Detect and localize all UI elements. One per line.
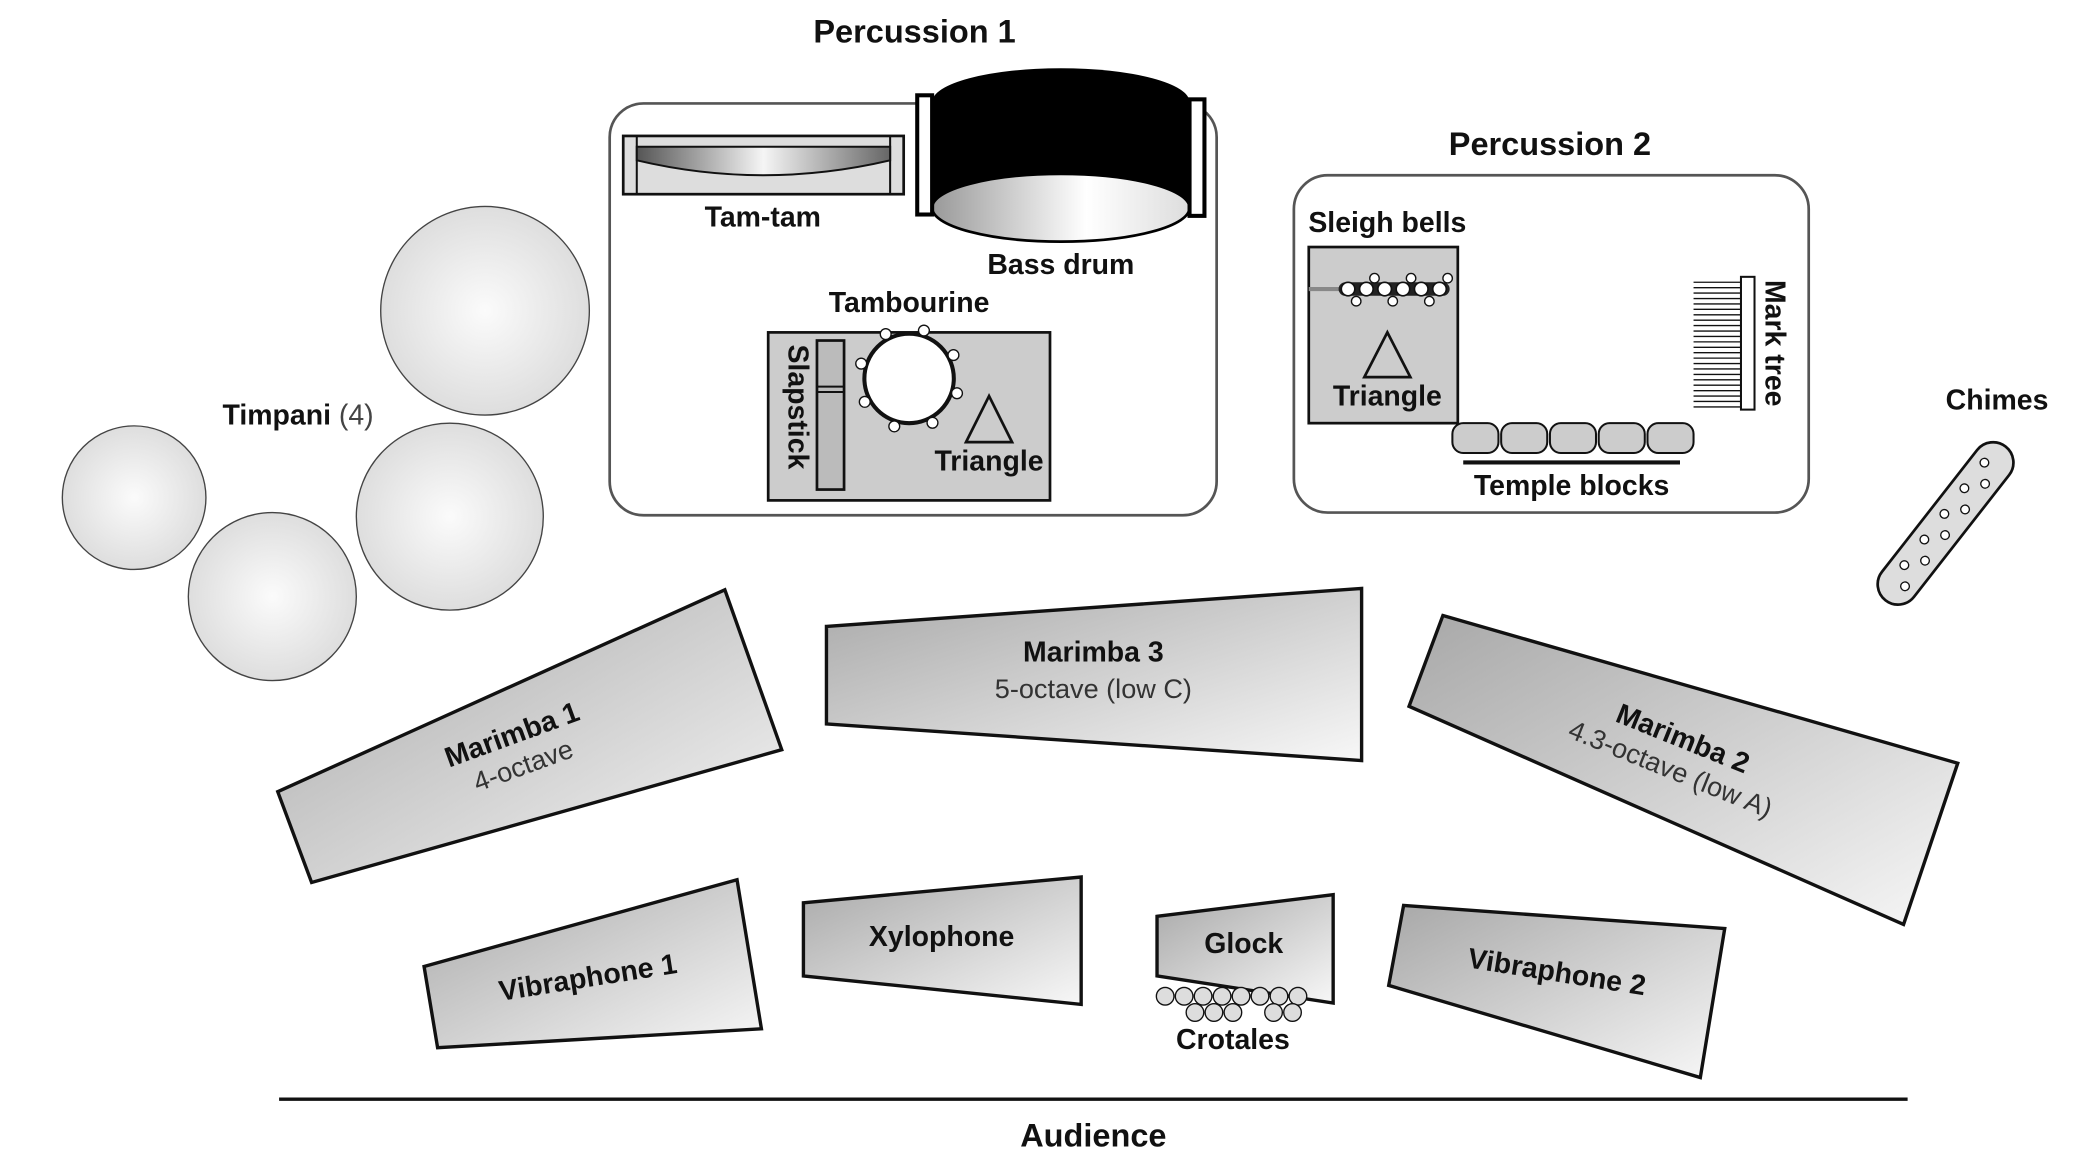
crotale [1288,986,1308,1006]
sleigh-bell [1377,281,1393,297]
chimes-label: Chimes [1946,385,2049,417]
marimba-3 [824,586,1364,763]
percussion1-title: Percussion 1 [813,13,1015,49]
crotale [1185,1003,1205,1022]
marimba-3-label: Marimba 3 [1023,637,1164,669]
sleigh-bell [1413,281,1429,297]
sleigh-bell [1395,281,1411,297]
temple-block [1500,422,1549,454]
chime-tube [1960,504,1971,515]
sleigh-bell [1369,272,1380,284]
sleigh-bell [1358,281,1374,297]
tambourine-jingle [917,324,931,337]
tam-tam-label: Tam-tam [705,202,821,234]
triangle-label-1: Triangle [935,446,1044,478]
crotales [1155,986,1308,1022]
temple-block [1597,422,1646,454]
crotale [1250,986,1270,1006]
sleigh-bell [1340,281,1356,297]
tambourine-jingle [926,416,939,429]
mark-tree-label: Mark tree [1758,280,1790,406]
xylophone [801,875,1083,1007]
triangle-icon [1362,329,1413,379]
marimba-1 [275,587,784,885]
marimba-3-range: 5-octave (low C) [995,673,1192,704]
sleigh-bell [1350,295,1362,307]
tambourine-label: Tambourine [829,287,990,319]
mark-tree [1693,275,1756,411]
tambourine-jingle [858,395,871,408]
crotale [1204,1003,1224,1022]
temple-blocks [1451,422,1695,465]
marimba-2 [1406,613,1960,927]
slapstick [815,339,846,491]
chime-tube [1899,560,1910,571]
glock-label: Glock [1204,928,1283,960]
chime-tube [1979,457,1990,468]
bass-drum-label: Bass drum [987,249,1134,281]
chime-tube [1919,534,1930,545]
tambourine-jingle [855,357,868,370]
slapstick-label: Slapstick [782,344,814,469]
tambourine [855,324,964,433]
crotale [1223,1003,1243,1022]
audience-label: Audience [1020,1118,1166,1154]
sleigh-bell [1405,272,1417,284]
tambourine-jingle [888,420,901,433]
crotale [1283,1003,1302,1022]
tambourine-jingle [950,387,964,400]
vibraphone-2 [1386,903,1727,1080]
timpani [61,205,591,682]
chimes [1876,440,2015,606]
crotale [1174,986,1194,1006]
crotale [1269,986,1289,1006]
temple-block [1451,422,1500,454]
chime-tube [1940,530,1951,541]
glockenspiel [1155,892,1335,1006]
temple-blocks-label: Temple blocks [1474,470,1669,502]
bass-drum [915,68,1207,243]
crotale [1264,1003,1284,1022]
xylophone-label: Xylophone [869,921,1014,953]
chime-tube [1899,581,1911,592]
chime-tube [1939,508,1950,519]
chime-tube [1980,478,1991,489]
crotale [1212,986,1232,1006]
sleigh-bells [1338,272,1454,307]
sleigh-bell [1387,295,1399,307]
triangle-label-2: Triangle [1333,381,1442,413]
timpani-label: Timpani (4) [222,400,373,432]
tambourine-jingle [947,348,960,362]
percussion2-title: Percussion 2 [1449,126,1651,162]
vibraphone-1 [422,877,764,1050]
tambourine-jingle [879,328,892,341]
tam-tam [621,134,906,196]
triangle-icon [963,393,1015,444]
sleigh-bells-label: Sleigh bells [1308,207,1466,239]
crotale [1231,986,1251,1006]
crotales-label: Crotales [1176,1024,1290,1056]
temple-block [1548,422,1598,454]
percussion2-table [1307,245,1460,425]
chime-tube [1920,555,1931,566]
sleigh-bell [1423,295,1435,307]
sleigh-bell [1431,281,1448,297]
temple-block [1646,422,1695,454]
crotale [1155,986,1175,1006]
chime-tube [1959,483,1970,494]
sleigh-bell [1442,272,1454,284]
crotale [1193,986,1213,1006]
